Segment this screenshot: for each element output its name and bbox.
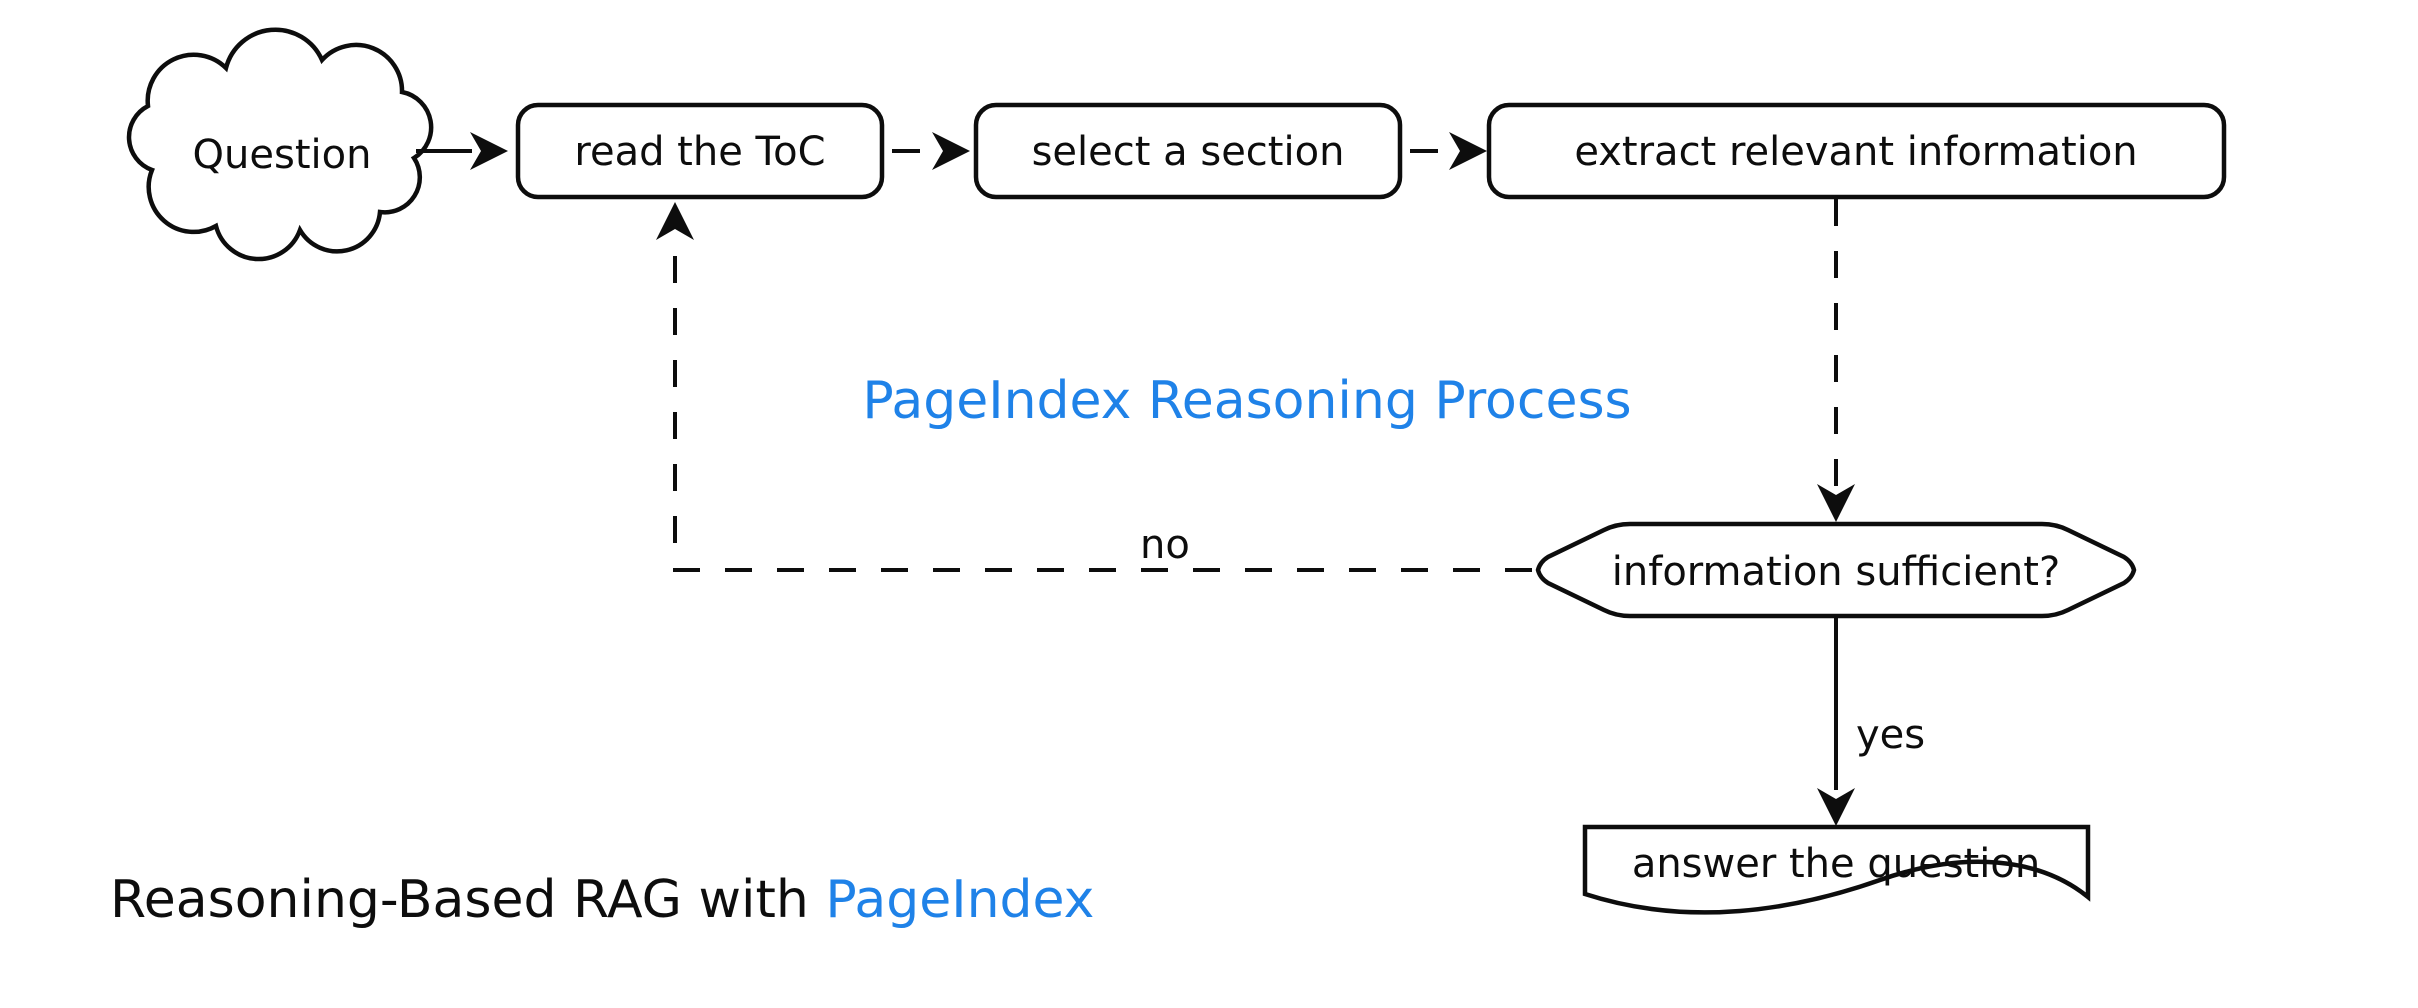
arrow-right-icon [932,132,970,170]
node-question: Question [126,27,434,262]
arrow-right-icon [1449,132,1487,170]
caption: Reasoning-Based RAG with PageIndex [110,870,1094,930]
document-shape [1582,824,2091,915]
edge-extract-to-decision [1817,199,1855,522]
arrow-right-icon [470,132,508,170]
node-select-section: select a section [973,102,1403,200]
edge-yes: yes [1817,616,1925,826]
decision-hexagon [1535,521,2137,619]
question-label: Question [193,132,372,178]
select-section-label: select a section [1032,129,1345,175]
node-extract-info: extract relevant information [1486,102,2227,200]
read-toc-label: read the ToC [574,129,825,175]
extract-info-label: extract relevant information [1574,129,2137,175]
process-box [515,102,885,200]
arrow-down-icon [1817,788,1855,826]
node-answer: answer the question [1582,824,2091,915]
yes-label: yes [1856,712,1925,758]
edge-readtoc-to-select [892,132,970,170]
process-box [973,102,1403,200]
process-box [1486,102,2227,200]
edge-no-loop: no [656,202,1532,572]
arrow-down-icon [1817,484,1855,522]
node-decision: information sufficient? [1535,521,2137,619]
no-label: no [1140,522,1190,568]
node-read-toc: read the ToC [515,102,885,200]
caption-brand: PageIndex [825,870,1094,930]
no-dashed-path [673,240,1532,572]
edge-question-to-readtoc [416,132,508,170]
arrow-up-icon [656,202,694,240]
diagram-title: PageIndex Reasoning Process [862,371,1631,431]
edge-select-to-extract [1410,132,1487,170]
answer-label: answer the question [1632,841,2040,887]
caption-prefix: Reasoning-Based RAG with [110,870,825,930]
decision-label: information sufficient? [1612,549,2060,595]
cloud-shape-icon [126,27,434,262]
